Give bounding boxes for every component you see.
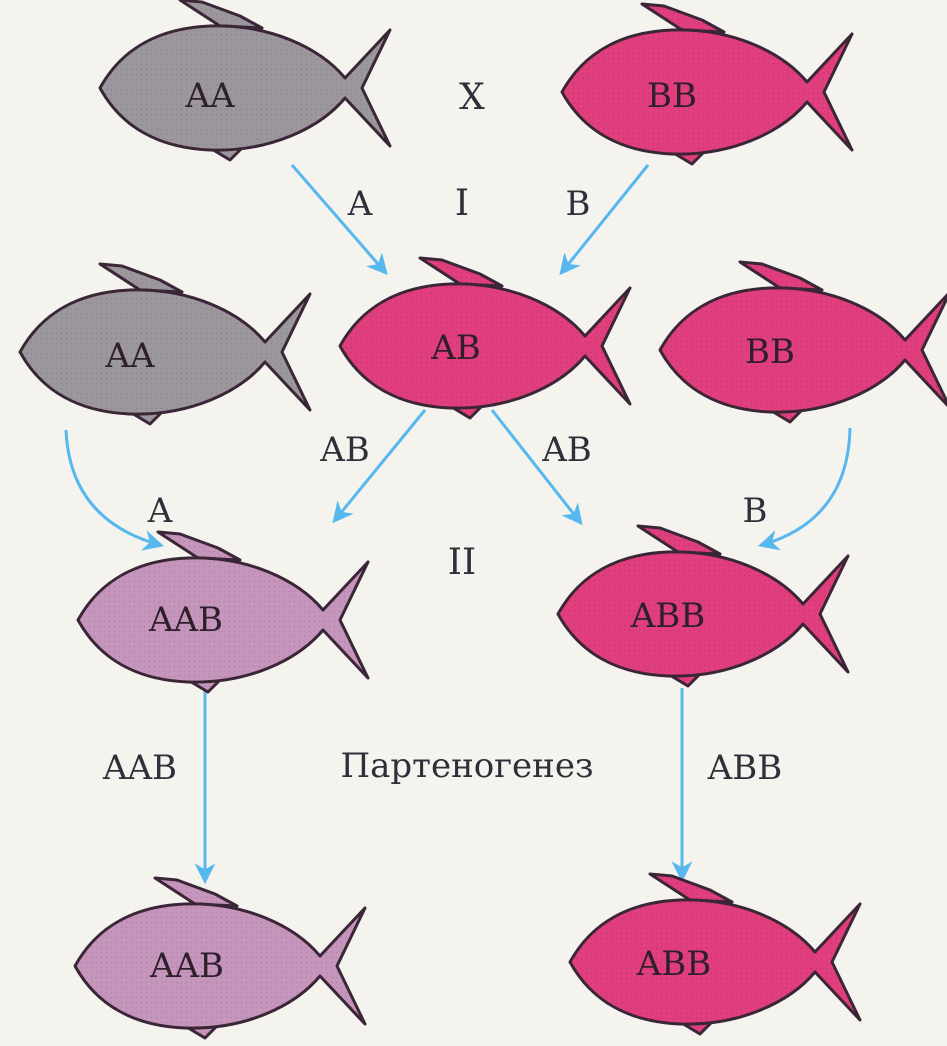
- arrow-ab-to-abb: [490, 409, 583, 526]
- cross-symbol: X: [459, 77, 485, 118]
- fish-triploid-aab: AAB: [76, 530, 370, 694]
- gamete-label-ab-right: AB: [541, 430, 592, 470]
- fish-label: AA: [184, 76, 235, 116]
- stage-two-marker: II: [448, 542, 476, 583]
- gamete-label-abb: ABB: [707, 748, 783, 788]
- fish-label: BB: [745, 332, 795, 372]
- process-label-parthenogenesis: Партеногенез: [340, 746, 593, 786]
- gamete-label-a-left: A: [147, 491, 173, 531]
- arrow-bb-curve-to-abb: [757, 427, 852, 551]
- fish-offspring-abb: ABB: [568, 872, 862, 1036]
- gamete-label-aab: AAB: [102, 748, 177, 788]
- fish-parent-bb: BB: [560, 2, 854, 166]
- gamete-label-ab-left: AB: [319, 430, 370, 470]
- fish-label: ABB: [636, 944, 712, 984]
- gamete-label-b-right: B: [743, 491, 768, 531]
- fish-offspring-aab: AAB: [73, 876, 367, 1040]
- fish-label: ABB: [630, 596, 706, 636]
- arrow-aa-to-ab: [290, 164, 388, 276]
- fish-label: AAB: [148, 600, 223, 640]
- arrow-bb-to-ab: [559, 164, 650, 276]
- fish-backcross-bb: BB: [658, 260, 947, 424]
- fish-triploid-abb: ABB: [556, 524, 850, 688]
- gamete-label-b-top: B: [566, 184, 591, 224]
- fish-label: AB: [430, 328, 481, 368]
- fish-label: BB: [647, 76, 697, 116]
- arrow-aa-curve-to-aab: [64, 429, 165, 551]
- stage-one-marker: I: [455, 183, 469, 224]
- fish-label: AAB: [149, 946, 224, 986]
- fish-label: AA: [104, 336, 155, 376]
- gamete-label-a-top: A: [347, 184, 373, 224]
- arrows: [64, 164, 852, 885]
- arrow-ab-to-aab: [332, 409, 427, 524]
- fish-backcross-aa: AA: [18, 262, 312, 426]
- fish-hybrid-ab: AB: [338, 256, 632, 420]
- fish-parent-aa: AA: [98, 0, 392, 162]
